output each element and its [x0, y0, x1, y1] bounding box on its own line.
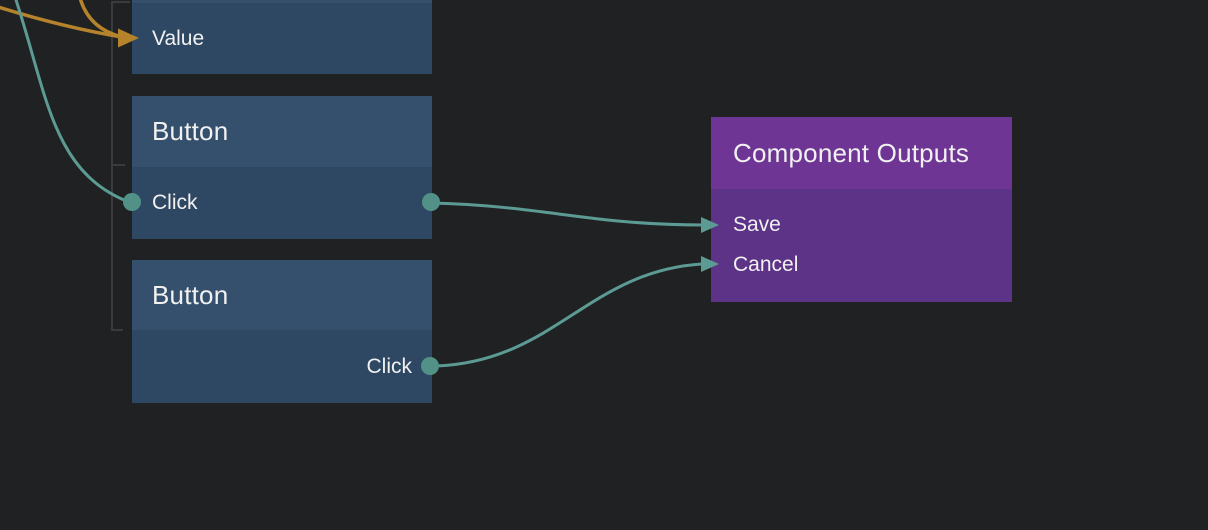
- node-component-outputs-header[interactable]: Component Outputs: [711, 117, 1012, 189]
- node-component-outputs-body: Save Cancel: [711, 189, 1012, 302]
- node-button-top-header[interactable]: Button: [132, 96, 432, 167]
- connection-teal-from-top[interactable]: [14, 0, 125, 202]
- node-button-bottom[interactable]: Button Click: [132, 260, 432, 403]
- port-label-cancel: Cancel: [733, 253, 799, 276]
- port-label-click: Click: [152, 191, 198, 214]
- node-title: Button: [152, 116, 229, 146]
- node-value-header-edge: [132, 0, 432, 3]
- connection-click-to-cancel[interactable]: [436, 262, 703, 368]
- node-value-port-row[interactable]: Value: [132, 3, 432, 74]
- port-row-cancel[interactable]: Cancel: [711, 245, 1012, 285]
- node-title: Component Outputs: [733, 137, 970, 168]
- port-label-value: Value: [152, 26, 205, 50]
- node-button-top-click-row[interactable]: Click: [132, 167, 432, 239]
- hierarchy-guide-bracket: [111, 1, 130, 331]
- node-component-outputs[interactable]: Component Outputs Save Cancel: [711, 117, 1012, 302]
- port-label-click: Click: [366, 354, 413, 378]
- port-label-save: Save: [733, 213, 781, 236]
- node-button-bottom-click-row[interactable]: Click: [132, 330, 432, 403]
- node-button-bottom-header[interactable]: Button: [132, 260, 432, 330]
- connection-orange-from-top[interactable]: [78, 0, 123, 39]
- connection-click-to-save[interactable]: [431, 201, 705, 227]
- node-value[interactable]: Value: [132, 0, 432, 74]
- port-row-save[interactable]: Save: [711, 205, 1012, 245]
- node-title: Button: [152, 279, 229, 310]
- connection-orange-from-left[interactable]: [0, 5, 123, 39]
- node-button-top[interactable]: Button Click: [132, 96, 432, 239]
